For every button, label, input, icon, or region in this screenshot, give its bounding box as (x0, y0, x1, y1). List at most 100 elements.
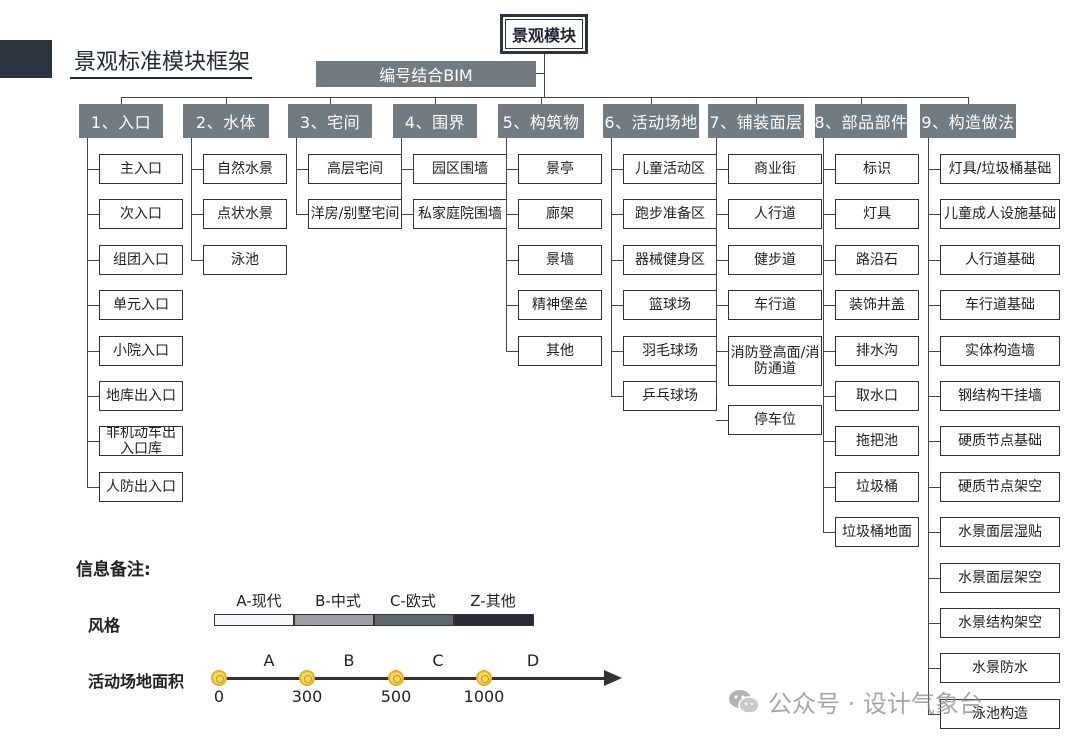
leaf-node: 小院入口 (99, 335, 183, 366)
leaf-node: 篮球场 (623, 290, 717, 321)
category-drop-line (541, 97, 542, 104)
category-trunk (191, 138, 192, 260)
root-node: 景观模块 (500, 14, 588, 54)
leaf-node: 人防出入口 (99, 471, 183, 502)
leaf-node: 拖把池 (835, 426, 919, 457)
leaf-node: 人行道基础 (940, 244, 1060, 275)
title-underline (70, 77, 252, 79)
style-name-chinese: B-中式 (315, 592, 361, 610)
leaf-node: 水景面层湿贴 (940, 517, 1060, 548)
bim-connector (536, 73, 544, 74)
leaf-connector (87, 486, 99, 488)
category-drop-line (651, 97, 652, 104)
area-tick-label: 0 (213, 687, 225, 706)
category-3: 3、宅间 (288, 104, 372, 138)
style-swatch (454, 614, 534, 626)
category-1: 1、入口 (79, 104, 163, 138)
leaf-node: 私家庭院围墙 (413, 199, 507, 230)
leaf-node: 排水沟 (835, 335, 919, 366)
leaf-node: 组团入口 (99, 244, 183, 275)
leaf-node: 商业街 (728, 154, 822, 184)
leaf-connector (928, 396, 940, 397)
style-swatch (374, 614, 454, 626)
category-drop-line (756, 97, 757, 104)
leaf-connector (87, 259, 99, 261)
leaf-connector (87, 441, 99, 443)
category-drop-line (330, 97, 331, 104)
category-drop-line (435, 97, 436, 104)
leaf-connector (716, 169, 728, 170)
category-drop-line (121, 97, 122, 104)
area-axis-arrowhead (604, 670, 622, 686)
style-name-other: Z-其他 (470, 592, 516, 610)
leaf-node: 水景结构架空 (940, 608, 1060, 638)
leaf-node: 健步道 (728, 244, 822, 275)
leaf-node: 灯具 (835, 199, 919, 230)
area-tick-label: 1000 (463, 687, 505, 706)
leaf-connector (928, 713, 940, 715)
category-trunk (506, 138, 507, 351)
notes-title: 信息备注: (76, 560, 151, 580)
leaf-node: 景墙 (518, 244, 602, 275)
area-tick-marker (476, 670, 492, 686)
leaf-node: 园区围墙 (413, 154, 507, 184)
leaf-node: 器械健身区 (623, 244, 717, 275)
leaf-connector (823, 214, 835, 216)
leaf-node: 洋房/别墅宅间 (308, 199, 402, 230)
category-7: 7、铺装面层 (708, 104, 804, 138)
leaf-connector (611, 169, 623, 170)
leaf-connector (823, 396, 835, 397)
leaf-connector (823, 350, 835, 352)
category-5: 5、构筑物 (498, 104, 584, 138)
leaf-connector (716, 259, 728, 261)
leaf-connector (928, 668, 940, 670)
leaf-connector (506, 169, 518, 170)
leaf-connector (823, 532, 835, 534)
leaf-connector (506, 350, 518, 352)
leaf-node: 水景防水 (940, 653, 1060, 684)
leaf-connector (611, 305, 623, 307)
area-axis-line (218, 677, 610, 680)
area-tick-marker (388, 670, 404, 686)
leaf-node: 次入口 (99, 199, 183, 230)
category-6: 6、活动场地 (603, 104, 699, 138)
leaf-connector (928, 305, 940, 307)
leaf-connector (506, 214, 518, 216)
leaf-node: 取水口 (835, 381, 919, 411)
area-segment-label: C (432, 651, 444, 670)
category-trunk (296, 138, 297, 215)
leaf-connector (87, 169, 99, 170)
leaf-connector (823, 441, 835, 443)
category-trunk (928, 138, 929, 714)
leaf-node: 跑步准备区 (623, 199, 717, 230)
style-name-modern: A-现代 (236, 592, 282, 610)
leaf-connector (716, 350, 728, 352)
leaf-node: 主入口 (99, 154, 183, 184)
leaf-node: 实体构造墙 (940, 335, 1060, 366)
leaf-connector (611, 259, 623, 261)
leaf-node: 儿童活动区 (623, 154, 717, 184)
leaf-connector (716, 305, 728, 307)
area-tick-label: 500 (380, 687, 412, 706)
leaf-node: 装饰井盖 (835, 290, 919, 321)
leaf-node: 垃圾桶地面 (835, 517, 919, 548)
leaf-connector (716, 420, 728, 421)
leaf-connector (611, 214, 623, 216)
leaf-node: 水景面层架空 (940, 562, 1060, 593)
leaf-connector (928, 486, 940, 488)
area-tick-marker (299, 670, 315, 686)
leaf-node: 硬质节点基础 (940, 426, 1060, 457)
root-connector (544, 54, 545, 98)
bim-banner: 编号结合BIM (316, 61, 536, 87)
leaf-node: 景亭 (518, 154, 602, 184)
leaf-node: 停车位 (728, 405, 822, 435)
leaf-connector (823, 259, 835, 261)
category-trunk (401, 138, 402, 215)
area-tick-marker (211, 670, 227, 686)
leaf-node: 泳池 (203, 244, 287, 275)
leaf-node: 泳池构造 (940, 698, 1060, 729)
area-segment-label: A (263, 651, 275, 670)
area-segment-label: D (526, 651, 540, 670)
leaf-node: 灯具/垃圾桶基础 (940, 154, 1060, 184)
leaf-connector (506, 259, 518, 261)
